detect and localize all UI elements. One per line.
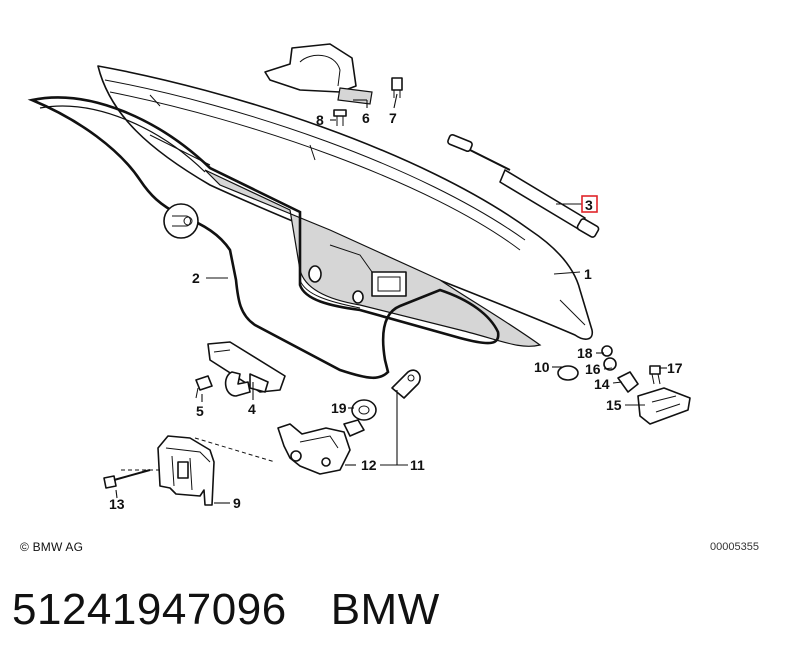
gas-strut [447, 133, 600, 238]
label-8: 8 [316, 112, 324, 128]
lock-housing [103, 435, 215, 506]
part-number: 51241947096 [12, 585, 287, 634]
label-7: 7 [389, 110, 397, 126]
label-14: 14 [594, 376, 610, 392]
leader-lines [115, 93, 667, 504]
label-1: 1 [584, 266, 592, 282]
copyright-notice: © BMW AG [20, 540, 84, 554]
label-13: 13 [109, 496, 125, 512]
label-18: 18 [577, 345, 593, 361]
diagram-reference-number: 00005355 [710, 541, 759, 553]
trunk-seal [27, 96, 500, 380]
label-6: 6 [362, 110, 370, 126]
label-15: 15 [606, 397, 622, 413]
label-10: 10 [534, 359, 550, 375]
label-5: 5 [196, 403, 204, 419]
label-16: 16 [585, 361, 601, 377]
striker-plate [195, 341, 286, 399]
parts-diagram: 1 2 3 4 5 6 7 8 9 10 11 12 13 14 15 16 1… [27, 43, 691, 512]
label-4: 4 [248, 401, 256, 417]
lock-bracket-top [264, 43, 403, 126]
label-2: 2 [192, 270, 200, 286]
clip-detail [163, 203, 199, 239]
brand-name: BMW [330, 585, 440, 634]
lock-cylinder [277, 369, 421, 475]
label-11: 11 [410, 457, 425, 473]
label-9: 9 [233, 495, 241, 511]
part-caption: 51241947096 BMW [12, 585, 484, 635]
highlight-box [581, 195, 598, 213]
label-19: 19 [331, 400, 347, 416]
trunk-lid [97, 65, 594, 347]
label-17: 17 [667, 360, 683, 376]
label-3: 3 [585, 197, 593, 213]
label-12: 12 [361, 457, 377, 473]
side-bracket [557, 345, 691, 425]
